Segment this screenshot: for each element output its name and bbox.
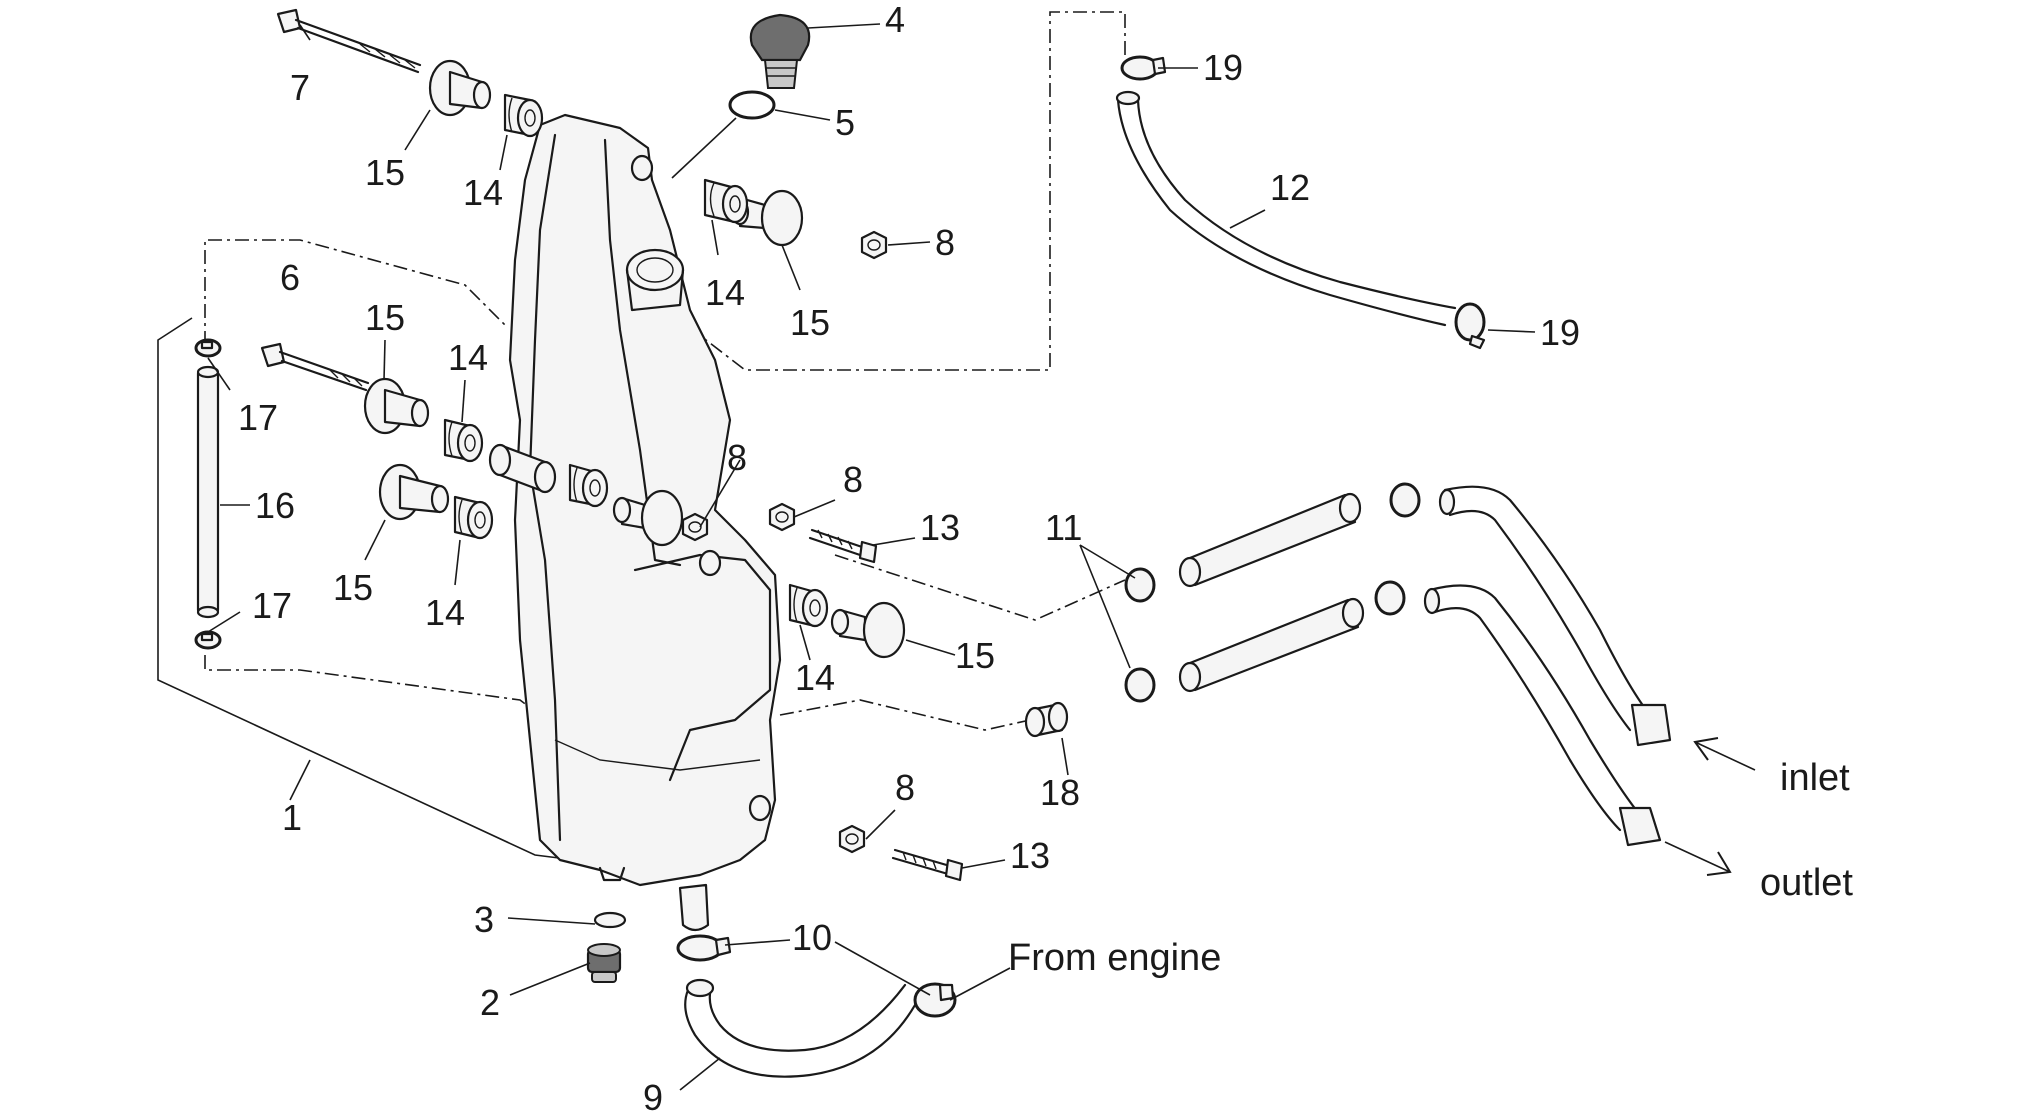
callout-11: 11 <box>1045 507 1082 548</box>
oil-tank-boss-top <box>630 154 654 182</box>
callout-17-top: 17 <box>238 397 278 438</box>
clamp-17-top <box>194 338 222 358</box>
guide-line-inlet <box>834 554 1126 621</box>
filler-cap <box>749 13 811 89</box>
note-from-engine: From engine <box>1008 937 1221 979</box>
spacer-15-upper-left <box>363 377 430 435</box>
clamp-19-bottom <box>1454 302 1486 350</box>
callout-2: 2 <box>480 982 500 1023</box>
hose-11-lower <box>1178 597 1365 693</box>
callout-13-lower: 13 <box>1010 835 1050 876</box>
outlet-hose <box>1423 584 1662 847</box>
grommet-14-middle <box>568 463 609 508</box>
bolt-6 <box>260 342 370 392</box>
grommet-14-upper-left <box>443 418 484 463</box>
clamp-11-lower-left <box>1124 667 1156 703</box>
callout-12: 12 <box>1270 167 1310 208</box>
grommet-14-lower-right <box>788 583 829 628</box>
callout-8-middle: 8 <box>843 459 863 500</box>
callout-9: 9 <box>643 1077 663 1118</box>
callout-14-lower-left: 14 <box>425 592 465 633</box>
note-inlet: inlet <box>1780 757 1850 799</box>
hose-16 <box>196 365 220 619</box>
bolt-7 <box>276 8 422 74</box>
callout-4: 4 <box>885 0 905 40</box>
callout-15-upper-right: 15 <box>790 302 830 343</box>
guide-line-upper-hose <box>204 239 506 345</box>
guide-line-breather <box>651 11 1126 371</box>
oil-tank-spigot <box>678 883 710 932</box>
spacer-15-middle <box>612 489 684 547</box>
callout-14-upper-right: 14 <box>705 272 745 313</box>
drain-plug-washer <box>593 911 627 929</box>
note-outlet: outlet <box>1760 862 1853 904</box>
sleeve <box>488 443 557 494</box>
oil-tank-boss-mid <box>698 549 722 577</box>
inlet-arrow <box>1693 737 1756 771</box>
oil-tank <box>508 113 782 932</box>
inlet-hose <box>1438 485 1672 747</box>
callout-15-lower-right: 15 <box>955 635 995 676</box>
grommet-14-lower-left <box>453 495 494 540</box>
clamp-11-upper-left <box>1124 567 1156 603</box>
callout-5: 5 <box>835 102 855 143</box>
callout-15-upper-left: 15 <box>365 297 405 338</box>
clamp-17-bottom <box>194 630 222 650</box>
callout-7: 7 <box>290 67 310 108</box>
callout-18: 18 <box>1040 772 1080 813</box>
callout-14-top: 14 <box>463 172 503 213</box>
callout-15-top: 15 <box>365 152 405 193</box>
callout-15-lower-left: 15 <box>333 567 373 608</box>
callout-1: 1 <box>282 797 302 838</box>
clamp-10-right <box>913 982 957 1018</box>
oil-tank-boss-low <box>748 794 772 822</box>
grommet-14-upper-right <box>703 178 749 224</box>
guide-line-outlet <box>779 699 1031 731</box>
bolt-13-lower <box>891 848 964 882</box>
hose-11-upper <box>1178 492 1362 588</box>
hose-9 <box>684 978 917 1078</box>
callout-16: 16 <box>255 485 295 526</box>
assembly-guide-lines <box>204 11 1126 731</box>
callout-1-bracket <box>157 317 576 861</box>
outlet-arrow <box>1664 841 1732 876</box>
callout-14-upper-left: 14 <box>448 337 488 378</box>
callout-8-tank: 8 <box>727 437 747 478</box>
callout-8-top: 8 <box>935 222 955 263</box>
oil-tank-ridge <box>603 138 682 567</box>
nut-8-bottom <box>838 824 866 854</box>
oil-tank-inner-line <box>554 739 761 771</box>
callout-10: 10 <box>792 917 832 958</box>
callout-19-bottom: 19 <box>1540 312 1580 353</box>
callout-8-bottom: 8 <box>895 767 915 808</box>
clamp-10-left <box>676 934 732 962</box>
grommet-14-top <box>503 93 544 138</box>
oil-tank-filler-neck <box>625 248 685 292</box>
callout-6: 6 <box>280 257 300 298</box>
leader-lines <box>207 23 1536 1091</box>
callout-19-top: 19 <box>1203 47 1243 88</box>
callout-13-upper: 13 <box>920 507 960 548</box>
nut-8-top <box>860 230 888 260</box>
callout-3: 3 <box>474 899 494 940</box>
oil-tank-body <box>508 113 782 887</box>
callout-14-lower-right: 14 <box>795 657 835 698</box>
drain-plug <box>586 943 622 983</box>
filler-cap-o-ring <box>728 90 776 120</box>
reducer-18 <box>1024 701 1069 738</box>
nut-8-tank-side <box>681 512 709 542</box>
hose-12 <box>1115 90 1457 327</box>
clamp-11-upper-right <box>1389 482 1421 518</box>
guide-line-lower-hose <box>204 655 541 716</box>
callout-17-bottom: 17 <box>252 585 292 626</box>
spacer-15-top <box>428 59 492 117</box>
bolt-13-upper <box>808 528 878 564</box>
spacer-15-lower-right <box>830 601 906 659</box>
spacer-15-lower-left <box>378 463 450 521</box>
flow-notes: From engine inlet outlet <box>1008 757 1853 979</box>
callout-labels: 1 2 3 4 5 6 7 8 8 8 8 9 10 11 12 13 13 1… <box>238 0 1580 1118</box>
clamp-11-lower-right <box>1374 580 1406 616</box>
nut-8-middle <box>768 502 796 532</box>
